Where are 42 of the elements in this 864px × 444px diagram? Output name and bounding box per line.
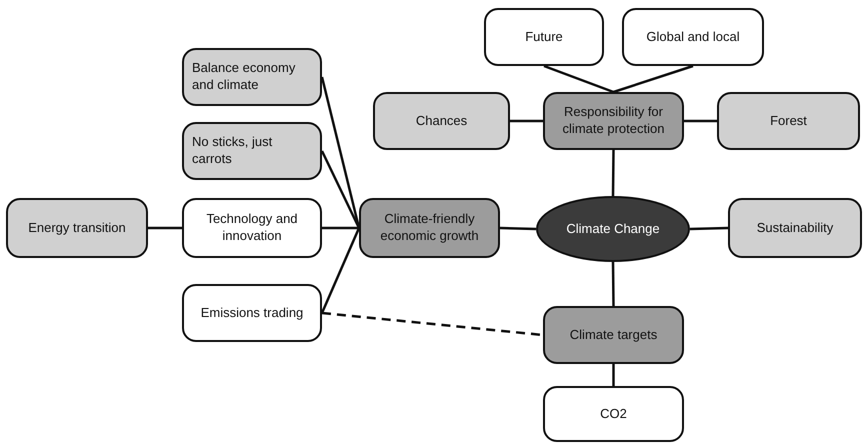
connector-line [320,228,360,314]
node-label: CO2 [600,406,627,422]
topic-box [484,8,604,66]
node-label: Emissions trading [200,304,304,322]
topic-box [622,8,764,66]
topic-box [182,122,322,180]
connector-line [612,150,615,196]
connector-line [544,64,614,94]
topic-box [182,48,322,106]
topic-box [728,198,862,258]
node-label: Balance economy and climate [192,60,296,94]
connector-line [320,150,360,229]
topic-box [717,92,860,150]
topic-box [182,284,322,342]
connector-line [613,64,694,94]
node-label: Energy transition [28,220,126,236]
topic-box [373,92,510,150]
topic-box [543,92,684,150]
topic-box [359,198,500,258]
topic-box [6,198,148,258]
node-label: Climate targets [570,326,658,344]
node-label: Responsibility for climate protection [562,104,666,138]
connector-line [500,226,536,230]
node-label: Climate Change [566,220,660,238]
node-label: Climate-friendly economic growth [379,211,480,245]
connector-line [148,226,182,230]
connector-line [612,262,615,306]
topic-box [543,306,684,364]
topic-box [182,198,322,258]
node-label: Future [525,28,563,46]
topic-box [543,386,684,442]
node-label: Forest [770,112,807,130]
node-label: Technology and innovation [205,211,299,245]
connector-line [510,120,543,122]
node-label: Chances [416,112,468,130]
node-label: Sustainability [756,220,834,236]
node-label: Global and local [646,28,740,46]
node-label: No sticks, just carrots [192,134,274,168]
connector-line [684,120,717,122]
connector-line [612,364,615,386]
connector-line [322,226,359,230]
connector-line [690,226,728,230]
